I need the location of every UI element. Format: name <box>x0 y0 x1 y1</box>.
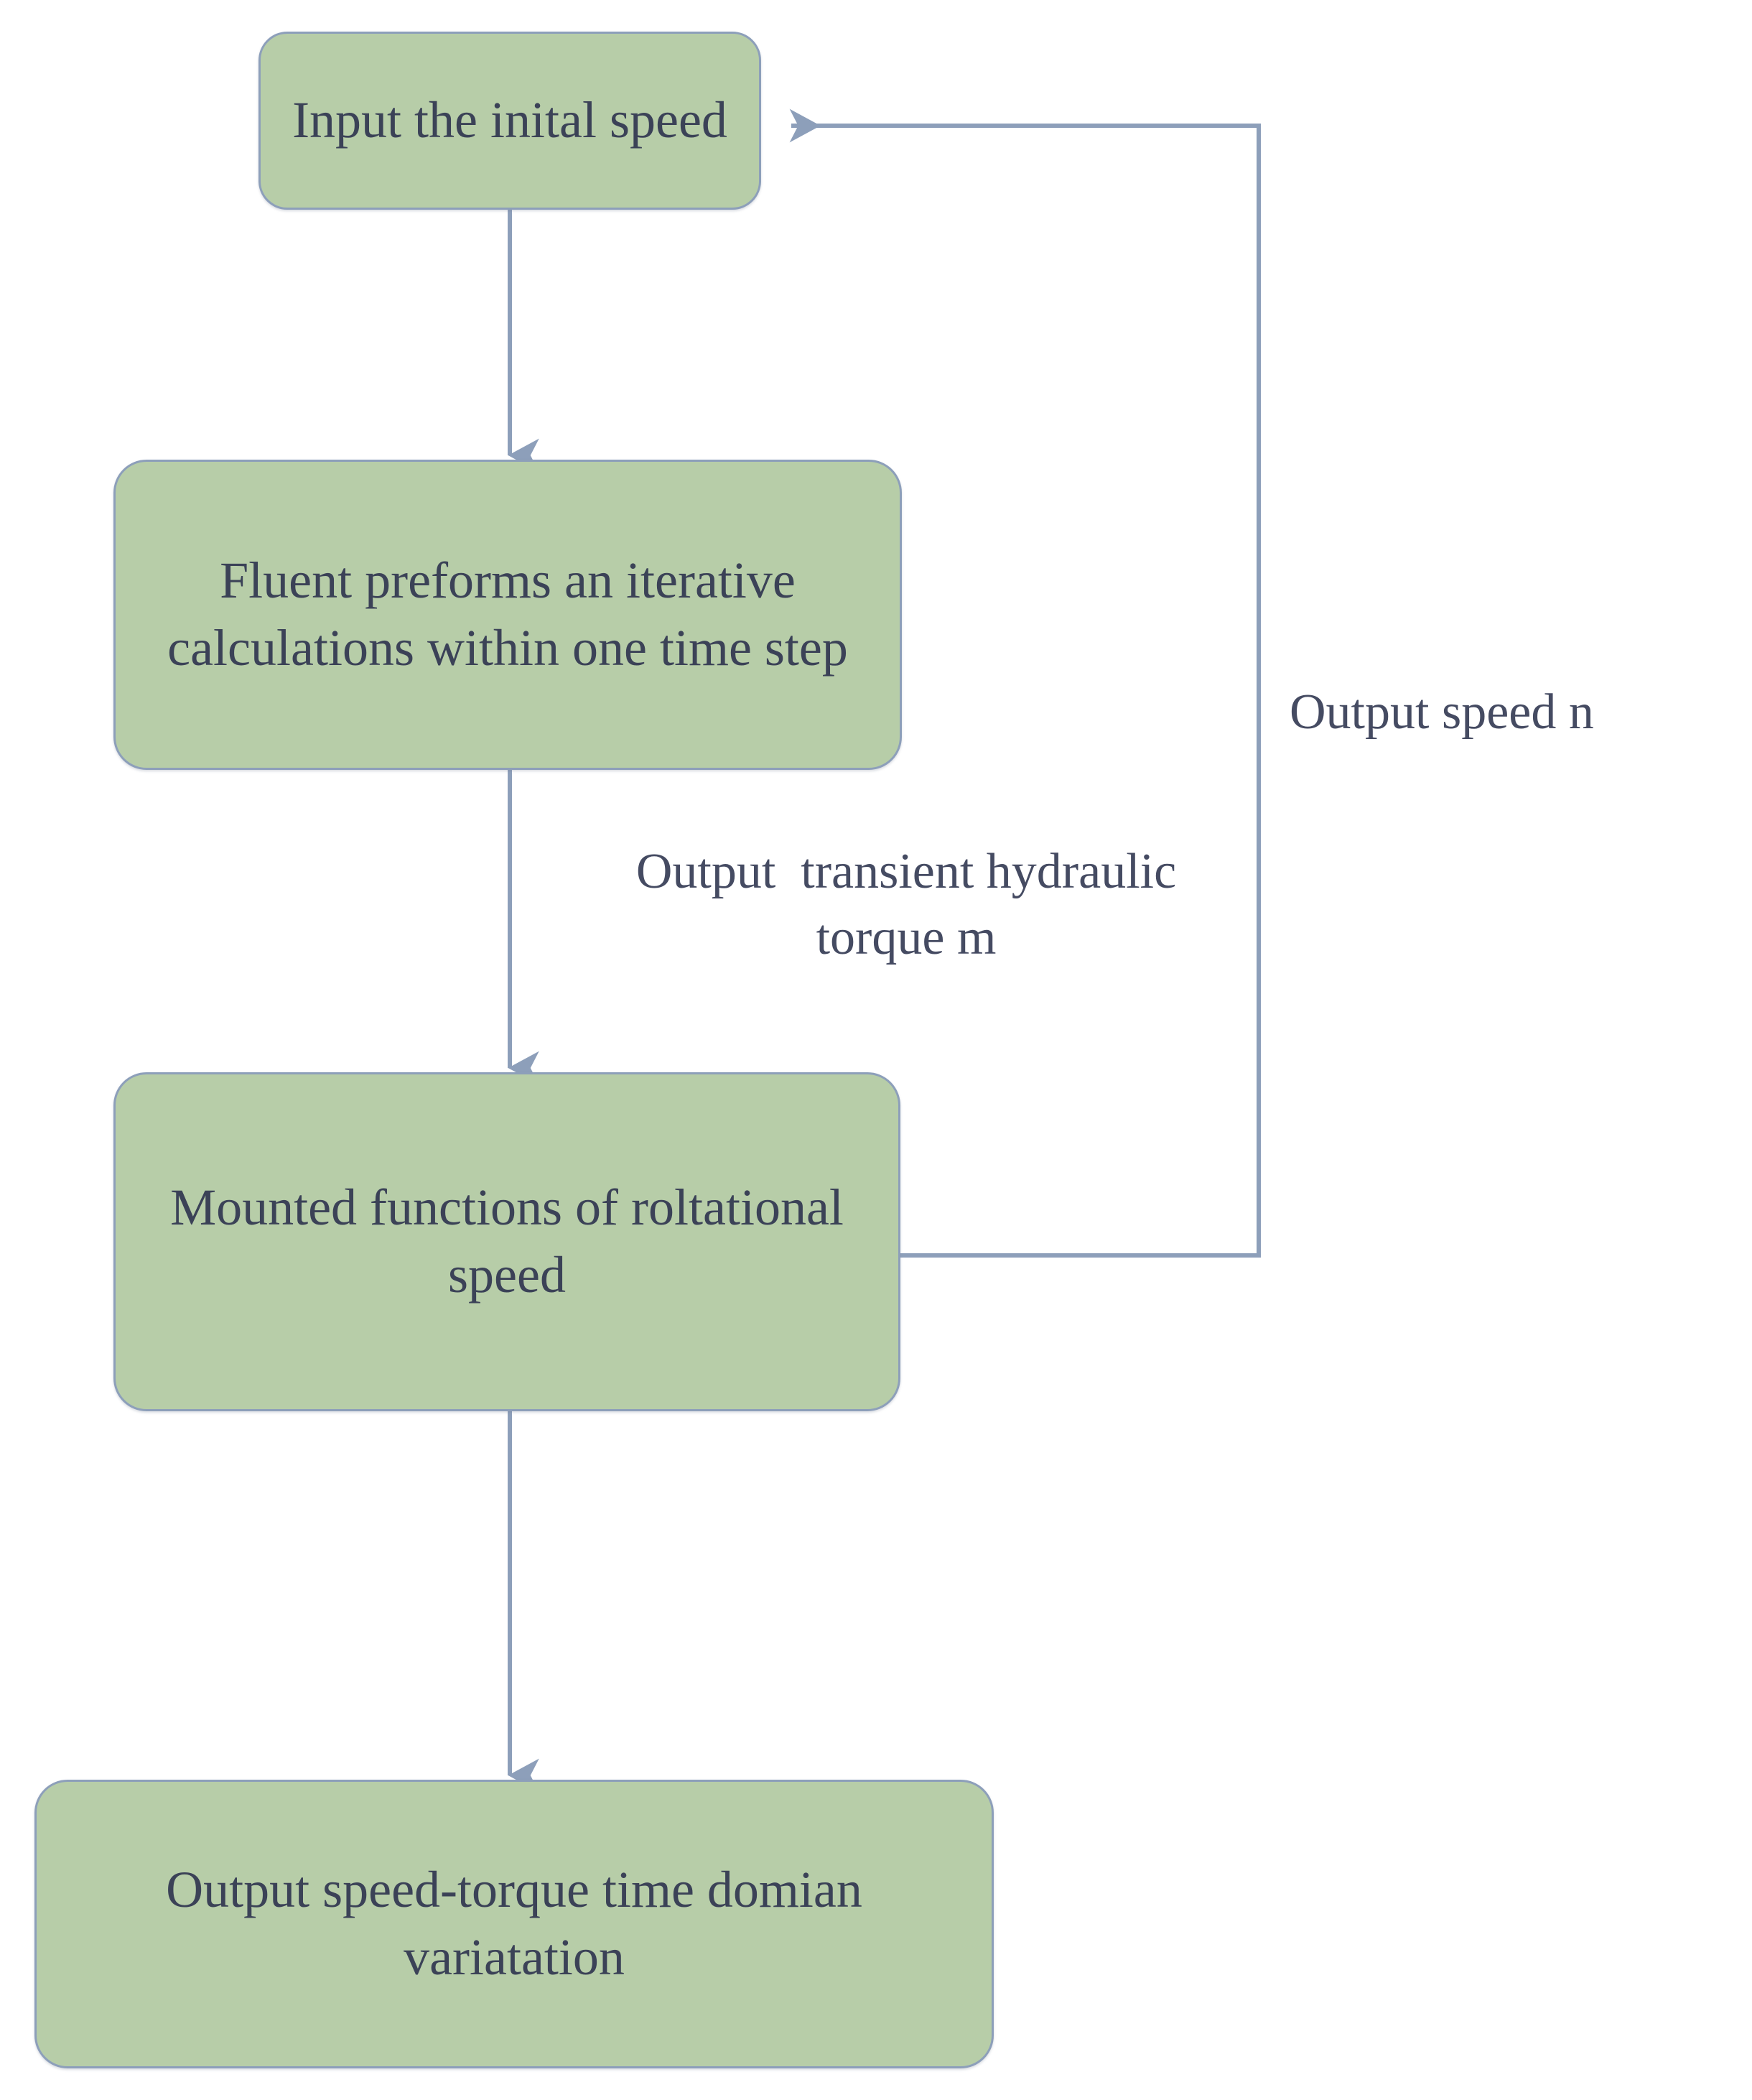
edge-label-output-speed-n: Output speed n <box>1290 684 1594 740</box>
edge-label-output-transient-hydraulic-torque: Output transient hydraulic torque m <box>635 844 1189 966</box>
node-input-initial-speed[interactable]: Input the inital speed <box>258 32 761 210</box>
node-fluent-iterative-calculation[interactable]: Fluent preforms an iterative calculation… <box>113 460 902 770</box>
node-output-speed-torque-variation[interactable]: Output speed-torque time domian variatat… <box>34 1780 994 2068</box>
node-fluent-label: Fluent preforms an iterative calculation… <box>167 552 848 677</box>
node-input-label: Input the inital speed <box>292 91 727 149</box>
node-mounted-functions-rotational-speed[interactable]: Mounted functions of roltational speed <box>113 1072 900 1411</box>
node-mounted-label: Mounted functions of roltational speed <box>170 1179 844 1304</box>
node-output-label: Output speed-torque time domian variatat… <box>166 1861 862 1986</box>
